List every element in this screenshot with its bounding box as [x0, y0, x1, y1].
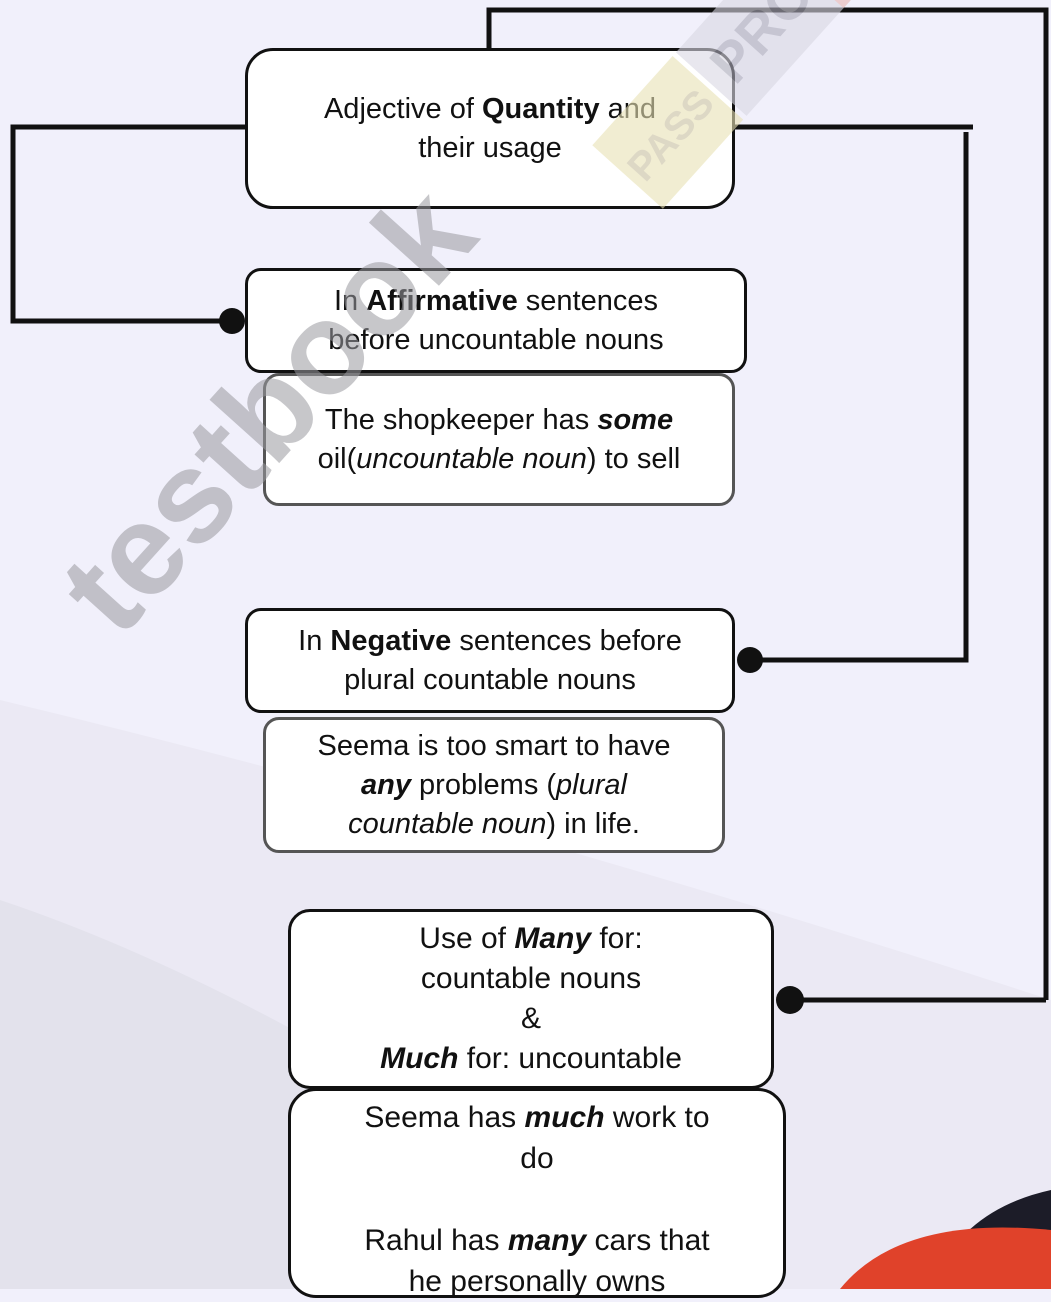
text-run: sentences before — [451, 624, 682, 657]
example-text-many-much: Seema has much work to do Rahul has many … — [364, 1097, 709, 1302]
text-run: oil( — [317, 442, 357, 475]
text-run: uncountable noun — [356, 442, 587, 475]
text-run: work to — [604, 1101, 710, 1134]
text-run: cars that — [586, 1224, 710, 1257]
text-run: Adjective of — [323, 92, 482, 125]
text-run: sentences — [517, 284, 658, 317]
emphasis-text: Affirmative — [366, 284, 518, 317]
text-line: countable nouns — [380, 959, 682, 999]
emphasis-text: any — [361, 768, 411, 801]
text-run: plural — [556, 768, 627, 801]
text-run: for: — [591, 922, 643, 955]
text-run: plural countable nouns — [344, 663, 636, 696]
text-line: Use of Many for: — [380, 919, 682, 959]
text-run: problems ( — [411, 768, 557, 801]
text-run: countable nouns — [420, 962, 642, 995]
text-run: before uncountable nouns — [328, 323, 664, 356]
connector-dot-many — [776, 986, 804, 1014]
emphasis-text: Much — [380, 1042, 459, 1075]
text-line: Adjective of Quantity and — [324, 90, 656, 129]
emphasis-text: many — [507, 1224, 587, 1257]
emphasis-text: Quantity — [481, 92, 600, 125]
text-line: oil(uncountable noun) to sell — [318, 440, 681, 479]
text-run: countable noun — [348, 807, 547, 840]
text-line: Much for: uncountable — [380, 1039, 682, 1079]
text-run: do — [520, 1142, 554, 1175]
text-run: Seema has — [364, 1101, 525, 1134]
rule-text-many-much: Use of Many for:countable nouns&Much for… — [380, 919, 682, 1079]
rule-box-many-much: Use of Many for:countable nouns&Much for… — [288, 909, 774, 1089]
text-line: do — [364, 1138, 709, 1179]
text-line: & — [380, 999, 682, 1039]
text-line: plural countable nouns — [298, 661, 682, 700]
connector-root-left — [10, 124, 247, 324]
text-line: before uncountable nouns — [328, 321, 663, 360]
text-run: he personally owns — [408, 1265, 666, 1298]
text-run: The shopkeeper has — [324, 403, 598, 436]
connector-dot-negative — [737, 647, 763, 673]
text-line — [364, 1179, 709, 1220]
text-run: Rahul has — [364, 1224, 508, 1257]
text-run: Seema is too smart to have — [317, 729, 671, 762]
text-run: Use of — [419, 922, 515, 955]
emphasis-text: Negative — [330, 624, 452, 657]
emphasis-text: some — [597, 403, 674, 436]
text-line: their usage — [324, 129, 656, 168]
text-run: & — [520, 1002, 541, 1035]
text-line: he personally owns — [364, 1261, 709, 1302]
emphasis-text: much — [524, 1101, 605, 1134]
text-line: The shopkeeper has some — [318, 401, 681, 440]
text-line: Seema is too smart to have — [318, 727, 671, 766]
text-run: ) in life. — [546, 807, 640, 840]
text-line: Seema has much work to — [364, 1097, 709, 1138]
text-run: for: uncountable — [458, 1042, 682, 1075]
text-run: their usage — [418, 131, 562, 164]
text-line: any problems (plural — [318, 766, 671, 805]
example-box-many-much: Seema has much work to do Rahul has many … — [288, 1088, 786, 1298]
text-line: In Affirmative sentences — [328, 282, 663, 321]
text-line: In Negative sentences before — [298, 622, 682, 661]
text-run: In — [333, 284, 367, 317]
connector-right-down — [750, 132, 969, 663]
example-text-negative: Seema is too smart to have any problems (… — [318, 727, 671, 844]
background-corner-red — [840, 1227, 1051, 1289]
text-line: Rahul has many cars that — [364, 1220, 709, 1261]
emphasis-text: Many — [514, 922, 592, 955]
connector-dot-affirmative — [219, 308, 245, 334]
text-run: and — [599, 92, 657, 125]
text-run: In — [298, 624, 331, 657]
text-run: ) to sell — [586, 442, 681, 475]
text-run — [533, 1183, 541, 1216]
example-box-negative: Seema is too smart to have any problems (… — [263, 717, 725, 853]
text-line: countable noun) in life. — [318, 805, 671, 844]
